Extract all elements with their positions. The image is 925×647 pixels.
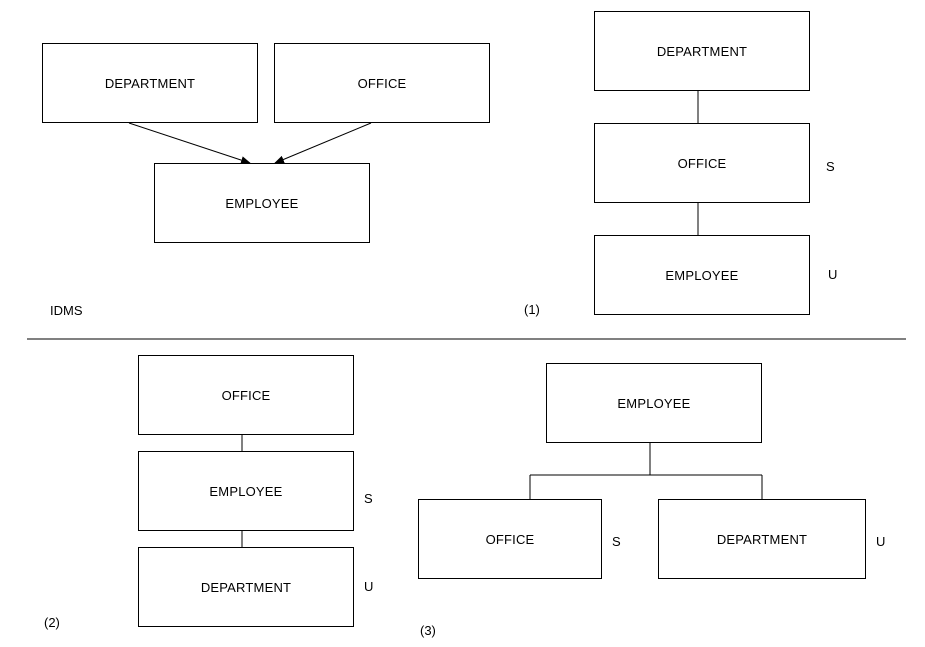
arrow-office-to-employee xyxy=(274,122,372,164)
idms-office-box: OFFICE xyxy=(274,43,490,123)
d3-employee-box: EMPLOYEE xyxy=(546,363,762,443)
d2-office-box: OFFICE xyxy=(138,355,354,435)
d3-office-tag: S xyxy=(612,534,621,549)
idms-employee-box: EMPLOYEE xyxy=(154,163,370,243)
idms-department-box: DEPARTMENT xyxy=(42,43,258,123)
d1-department-box: DEPARTMENT xyxy=(594,11,810,91)
d1-label: (1) xyxy=(524,302,540,317)
d1-office-box: OFFICE xyxy=(594,123,810,203)
d1-office-tag: S xyxy=(826,159,835,174)
d3-office-box: OFFICE xyxy=(418,499,602,579)
d2-department-box: DEPARTMENT xyxy=(138,547,354,627)
d2-label: (2) xyxy=(44,615,60,630)
d3-label: (3) xyxy=(420,623,436,638)
d2-employee-tag: S xyxy=(364,491,373,506)
arrow-department-to-employee xyxy=(128,122,251,164)
d3-department-tag: U xyxy=(876,534,886,549)
idms-label: IDMS xyxy=(50,303,83,318)
d2-department-tag: U xyxy=(364,579,374,594)
d1-employee-box: EMPLOYEE xyxy=(594,235,810,315)
d3-department-box: DEPARTMENT xyxy=(658,499,866,579)
d1-employee-tag: U xyxy=(828,267,838,282)
d2-employee-box: EMPLOYEE xyxy=(138,451,354,531)
